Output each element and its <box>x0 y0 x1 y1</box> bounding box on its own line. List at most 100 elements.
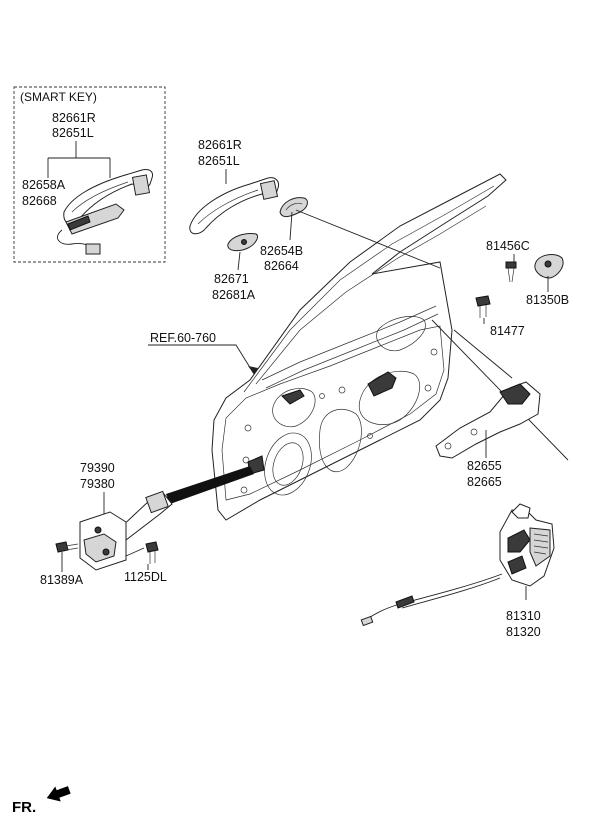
striker-bolt <box>544 260 552 268</box>
smart-key-box <box>13 86 166 263</box>
latch-cable <box>365 573 503 621</box>
label-cap-b: 82681A <box>212 288 256 302</box>
speaker-opening <box>264 432 312 496</box>
screw-c-shank <box>507 267 515 283</box>
mount-hole-7 <box>319 393 325 399</box>
service-hole-center <box>318 409 362 473</box>
cable-grommet <box>395 595 415 609</box>
checker-stopper <box>145 490 169 514</box>
door-outer-shell <box>211 173 507 521</box>
bolt-389-shank <box>65 543 79 551</box>
mount-hole-4 <box>338 386 346 394</box>
ref-leader <box>148 344 255 375</box>
smart-connector <box>85 243 101 255</box>
smart-handle-contour <box>71 181 129 213</box>
mount-hole-3 <box>240 486 248 494</box>
latch-connector <box>507 555 527 575</box>
label-base-handle-a: 82655 <box>467 459 502 473</box>
handle-cover-group: 82654B 82664 <box>260 197 308 273</box>
handle-base-group: 82655 82665 <box>435 381 541 489</box>
handle-frame-hole-2 <box>470 428 478 436</box>
checker-bolt-hole-2 <box>102 548 110 556</box>
key-cylinder-hole <box>241 239 247 245</box>
door-module-bracket <box>281 389 305 405</box>
label-cover-b: 82654B <box>260 244 303 258</box>
smart-key-group: (SMART KEY) 82661R 82651L 82658A 82668 <box>13 86 166 263</box>
label-smart-handle-r: 82661R <box>52 111 96 125</box>
label-striker-b: 81350B <box>526 293 569 307</box>
bolt-389-head <box>55 541 69 553</box>
door-inner-panel <box>221 325 445 501</box>
smart-antenna-block <box>67 215 91 231</box>
label-base-handle-b: 82665 <box>467 475 502 489</box>
mount-hole-8 <box>367 433 373 439</box>
label-bolt-125: 1125DL <box>124 570 167 584</box>
smart-handle-base <box>65 203 125 235</box>
speaker-inner-ring <box>272 442 304 486</box>
latch-rod-clip <box>511 503 531 519</box>
label-checker-a: 79390 <box>80 461 115 475</box>
front-direction-marker: FR. <box>12 786 71 816</box>
bolt-125-head <box>145 541 159 553</box>
service-hole-upper <box>376 316 426 352</box>
bolt-477-shank <box>479 305 487 318</box>
service-hole-left <box>272 388 316 428</box>
door-belt-line <box>261 305 437 381</box>
smart-handle-tab <box>131 174 151 196</box>
label-latch-b: 81320 <box>506 625 541 639</box>
door-latch-group: 81310 81320 <box>360 503 555 639</box>
bolt-477-head <box>475 295 491 307</box>
key-cap-group: 82671 82681A <box>212 233 259 302</box>
label-cover-b2: 82664 <box>264 259 299 273</box>
fr-arrow-icon <box>46 786 71 802</box>
cover-to-door-leader <box>295 209 441 269</box>
label-bolt-389: 81389A <box>40 573 84 587</box>
label-ref: REF.60-760 <box>150 331 216 345</box>
label-screw-c: 81456C <box>486 239 530 253</box>
door-belt-line-2 <box>265 313 439 389</box>
checker-strap <box>166 466 254 504</box>
latch-connect-leader <box>453 329 513 379</box>
label-smart-base-a: 82658A <box>22 178 66 192</box>
latch-cable-sheath <box>401 577 501 609</box>
smart-key-title: (SMART KEY) <box>20 90 97 104</box>
cover-leader <box>289 211 293 241</box>
checker-bracket <box>83 533 117 563</box>
striker-group: 81456C 81350B <box>486 239 569 307</box>
bolt-477-group: 81477 <box>475 295 525 338</box>
outside-handle-contour <box>197 189 259 225</box>
base-handle-leader <box>431 319 569 461</box>
smart-leader-lines <box>47 141 111 178</box>
screw-c-head <box>505 261 517 269</box>
window-frame-inner <box>243 185 495 393</box>
cap-leader <box>237 251 241 271</box>
latch-mechanism <box>507 529 531 553</box>
ref-arrow-head <box>248 366 258 374</box>
handle-frame-mechanism <box>499 383 531 405</box>
label-cap-a: 82671 <box>214 272 249 286</box>
label-checker-b: 79380 <box>80 477 115 491</box>
outside-handle-group: 82661R 82651L <box>189 138 279 235</box>
mount-hole-6 <box>424 384 432 392</box>
mount-hole-2 <box>242 456 250 464</box>
label-handle-l: 82651L <box>198 154 240 168</box>
handle-cover <box>279 197 308 218</box>
ref-group: REF.60-760 <box>148 331 258 375</box>
bolt-125-bracket-line <box>125 547 145 557</box>
label-bolt-477: 81477 <box>490 324 525 338</box>
cable-end-clip <box>360 615 374 627</box>
mount-hole-1 <box>244 424 252 432</box>
mount-hole-5 <box>430 348 438 356</box>
checker-bolt-hole-1 <box>94 526 102 534</box>
outside-handle-tab <box>259 180 279 200</box>
label-smart-handle-l: 82651L <box>52 126 94 140</box>
label-smart-base-b: 82668 <box>22 194 57 208</box>
fr-label: FR. <box>12 799 36 816</box>
handle-cover-contour <box>285 202 303 211</box>
label-handle-r: 82661R <box>198 138 242 152</box>
handle-frame-hole-1 <box>444 442 452 450</box>
door-checker-group: 79390 79380 81389A 1125DL <box>40 461 254 587</box>
latch-ribs <box>533 533 549 555</box>
